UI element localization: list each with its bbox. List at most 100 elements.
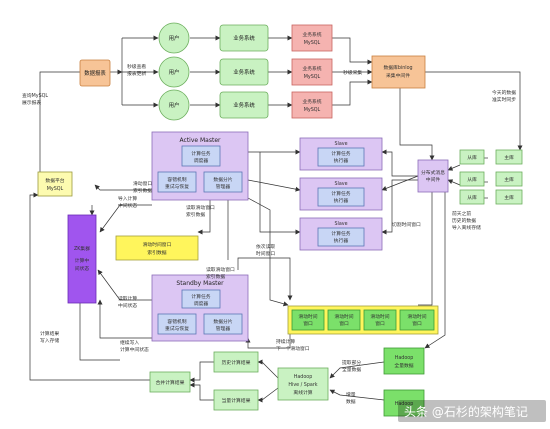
- note-win-1: 滑动窗口: [133, 180, 152, 187]
- master-db-3: 主库: [495, 189, 523, 205]
- am-task-label-1: 计算任务: [191, 150, 210, 157]
- hive-label-2: Hive / Spark: [288, 382, 317, 388]
- am-shard-label-1: 数据分片: [213, 176, 232, 183]
- mq-label-1: 分布式消息: [421, 169, 445, 176]
- slave-db-2-label: 从库: [467, 176, 477, 183]
- watermark: 头条 @石杉的架构笔记: [404, 404, 528, 419]
- note-next-1: 持续计算: [276, 338, 295, 345]
- window-cell-1-a: 滑动时间: [298, 313, 317, 320]
- slave-db-1-label: 从库: [467, 154, 477, 161]
- sm-fault-label-2: 重试与恢复: [165, 325, 189, 332]
- master-db-2: 主库: [495, 171, 523, 187]
- note-read-win-1: 依次读取: [256, 243, 275, 250]
- slave-2-exec-1: 计算任务: [331, 190, 350, 197]
- current-result-label: 当量计算结果: [222, 397, 251, 404]
- active-master: Active Master 计算任务 调度器 容错机制 重试与恢复 数据分片 管…: [151, 131, 249, 201]
- am-fault-label-1: 容错机制: [167, 176, 186, 183]
- note-prev-3: 导入离线存储: [452, 224, 481, 231]
- user-label-2: 用户: [169, 68, 180, 76]
- report-box: [79, 59, 111, 87]
- user-label-3: 用户: [169, 101, 180, 109]
- note-result-1: 计算结果: [40, 330, 59, 337]
- current-result-node: 当量计算结果: [213, 389, 259, 411]
- master-db-1-label: 主库: [504, 154, 514, 161]
- hadoop-full-node: Hadoop 全量数据: [383, 347, 425, 375]
- sm-task-label-1: 计算任务: [191, 293, 210, 300]
- hadoop-full-label-2: 全量数据: [394, 362, 413, 369]
- slave-3-exec-1: 计算任务: [331, 230, 350, 237]
- biz-sys-label-2: 业务系统: [233, 68, 255, 76]
- user-node-1: 用户: [158, 22, 190, 54]
- sm-fault-label-1: 容错机制: [167, 318, 186, 325]
- biz-sys-node-3: 业务系统: [219, 91, 269, 119]
- sliding-window-index-node: 滑动时间窗口 索引数据: [115, 235, 199, 261]
- note-extract-2: 全量数据: [342, 366, 361, 373]
- biz-mysql-node-2: 业务系统 MySQL: [291, 58, 333, 86]
- slave-1-title: Slave: [334, 141, 347, 147]
- window-cell-4: [399, 309, 435, 331]
- data-platform-label-1: 数据平台: [45, 177, 64, 184]
- standby-master: Standby Master 计算任务 调度器 容错机制 重试与恢复 数据分片 …: [151, 274, 249, 342]
- note-cut: 切割时间窗口: [392, 221, 421, 228]
- zk-label-2: 计算中: [75, 257, 90, 264]
- note-result-2: 写入存储: [40, 337, 59, 344]
- am-task-label-2: 调度器: [194, 157, 209, 164]
- hive-label-1: Hadoop: [294, 374, 313, 380]
- note-win-2: 索引数据: [133, 187, 152, 194]
- sm-shard-label-2: 管理器: [216, 325, 231, 332]
- biz-mysql-node-3: 业务系统 MySQL: [291, 91, 333, 119]
- window-cell-4-b: 窗口: [412, 320, 422, 327]
- zk-label-1: ZK集群: [74, 245, 90, 252]
- query-mysql-note-2: 展示报表: [22, 99, 41, 106]
- window-cell-3-b: 窗口: [375, 320, 385, 327]
- slave-db-3-label: 从库: [467, 194, 477, 201]
- note-read-1: 读取计算: [118, 295, 137, 302]
- report-label: 数据报表: [84, 69, 106, 77]
- data-platform-label-2: MySQL: [47, 186, 64, 192]
- binlog-node: 数据库binlog 采集中间件: [371, 55, 426, 89]
- slave-db-2: 从库: [459, 171, 485, 187]
- biz-sys-node-2: 业务系统: [219, 58, 269, 86]
- merged-result-label: 合并计算结果: [156, 379, 185, 386]
- sec-sense-note: 秒级采集: [343, 69, 362, 76]
- note-write-1: 继续写入: [120, 339, 139, 346]
- window-cell-3-a: 滑动时间: [370, 313, 389, 320]
- note-extract-1: 提取部分: [342, 359, 361, 366]
- query-mysql-note-1: 查询MySQL: [22, 92, 48, 99]
- binlog-label-1: 数据库binlog: [383, 64, 412, 71]
- window-cell-3: [363, 309, 397, 331]
- hadoop-inc-node: Hadoop: [383, 389, 425, 417]
- merged-result-node: 合并计算结果: [149, 371, 191, 393]
- biz-sys-label-1: 业务系统: [233, 34, 255, 42]
- zk-label-3: 间状态: [75, 265, 90, 272]
- note-win-4: 索引数据: [186, 211, 205, 218]
- master-db-3-label: 主库: [504, 194, 514, 201]
- biz-mysql-label-1a: 业务系统: [302, 31, 321, 38]
- hadoop-inc-label-1: Hadoop: [395, 401, 414, 407]
- note-prev-1: 前天之前: [452, 210, 471, 217]
- message-queue-node: 分布式消息 中间件: [417, 159, 449, 193]
- connector-lines: [29, 35, 523, 403]
- note-import-1: 导入计算: [118, 195, 137, 202]
- master-db-2-label: 主库: [504, 176, 514, 183]
- binlog-label-2: 采集中间件: [386, 72, 410, 79]
- user-node-2: 用户: [158, 56, 190, 88]
- slave-3-title: Slave: [334, 221, 347, 227]
- am-shard-label-2: 管理器: [216, 183, 231, 190]
- history-result-node: 历史计算结果: [213, 351, 259, 373]
- sm-shard-label-1: 数据分片: [213, 318, 232, 325]
- slave-2: Slave 计算任务 执行器: [299, 177, 383, 211]
- hive-label-3: 离线计算: [293, 389, 312, 396]
- hadoop-full-label-1: Hadoop: [395, 355, 414, 361]
- biz-sys-node-1: 业务系统: [219, 24, 269, 52]
- note-sw-read-2: 索引数据: [206, 273, 225, 280]
- biz-sys-label-3: 业务系统: [233, 101, 255, 109]
- today-note-1: 今天的数据: [492, 89, 516, 96]
- am-fault-label-2: 重试与恢复: [165, 183, 189, 190]
- biz-mysql-label-3b: MySQL: [304, 107, 321, 113]
- window-cell-1: [291, 309, 325, 331]
- user-label-1: 用户: [169, 34, 180, 42]
- window-cell-2-b: 窗口: [339, 320, 349, 327]
- sec-note-2: 报表更新: [127, 70, 146, 77]
- user-node-3: 用户: [158, 89, 190, 121]
